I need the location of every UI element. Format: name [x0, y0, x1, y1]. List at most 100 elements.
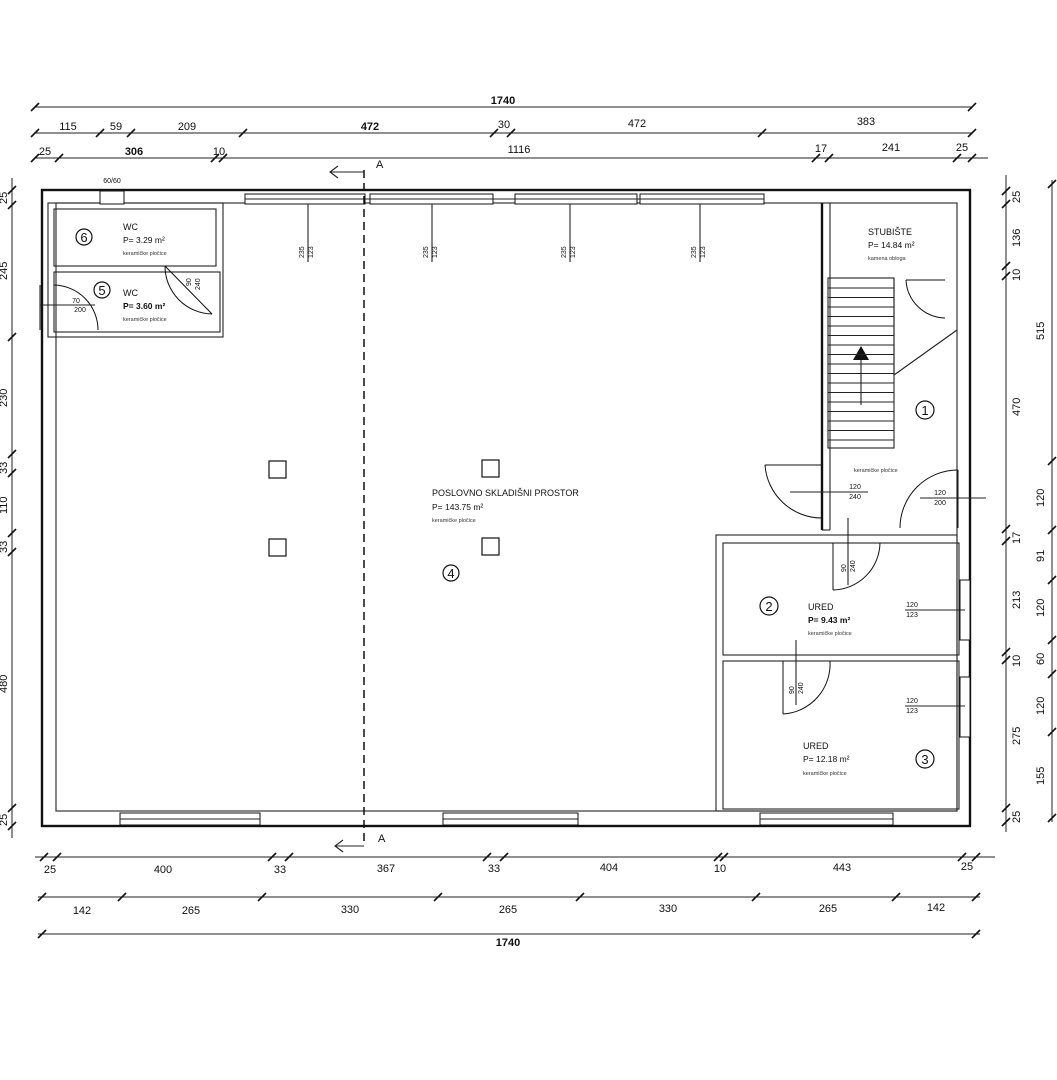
room-2-name: URED	[808, 602, 834, 612]
dim-top-r3-5: 17	[815, 143, 827, 155]
room-3-floor: keramičke pločice	[803, 771, 847, 777]
room-1: STUBIŠTE P= 14.84 m² kamena obloga 1 ker…	[854, 227, 935, 474]
dim-top-r2-5: 30	[498, 119, 510, 131]
win-label-1a: 235	[299, 246, 306, 258]
win-label-3b: 123	[570, 246, 577, 258]
dim-top-r2-6: 472	[628, 118, 646, 130]
dim-bot-r1-5: 33	[488, 863, 500, 875]
window-labels: 235 123 235 123 235 123 235 123	[299, 204, 707, 262]
dim-top-total: 1740	[491, 95, 515, 107]
room-2-floor: keramičke pločice	[808, 631, 852, 637]
dim-left-3: 230	[0, 389, 10, 407]
section-label-bottom: A	[378, 833, 386, 845]
dim-left-7: 480	[0, 675, 10, 693]
room-6-name: WC	[123, 222, 138, 232]
dim-top-r2-1: 115	[59, 121, 77, 133]
room-6-number: 6	[80, 230, 87, 245]
dim-top-r2-3: 209	[178, 121, 196, 133]
room-1-number: 1	[921, 403, 928, 418]
dim-right-in-6: 213	[1011, 591, 1023, 609]
room-4-floor: keramičke pločice	[432, 518, 476, 524]
room-3-name: URED	[803, 741, 829, 751]
room-5: 5 WC P= 3.60 m² keramičke pločice	[93, 281, 167, 323]
dim-bot-r1-2: 400	[154, 864, 172, 876]
door-stair-b: 200	[934, 500, 946, 507]
dim-bot-r1-7: 10	[714, 863, 726, 875]
dim-left-6: 33	[0, 541, 10, 553]
dim-bot-r2-4: 265	[499, 904, 517, 916]
dim-right-in-7: 10	[1011, 655, 1023, 667]
room-5-floor: keramičke pločice	[123, 317, 167, 323]
dim-bot-r2-3: 330	[341, 904, 359, 916]
staircase	[827, 277, 958, 449]
win-label-2b: 123	[432, 246, 439, 258]
dim-right-out-7: 155	[1035, 767, 1047, 785]
dim-left-8: 25	[0, 814, 10, 826]
dim-bot-total: 1740	[496, 937, 520, 949]
win-label-2a: 235	[423, 246, 430, 258]
dim-right-out-4: 120	[1035, 599, 1047, 617]
dim-bot-r2-5: 330	[659, 903, 677, 915]
dim-right-in-5: 17	[1011, 532, 1023, 544]
room-2-area: P= 9.43 m²	[808, 615, 850, 625]
room-3-number: 3	[921, 752, 928, 767]
dim-bot-r1-6: 404	[600, 862, 618, 874]
room-4-number: 4	[447, 566, 454, 581]
dim-right-out-1: 515	[1035, 322, 1047, 340]
door-stair-a: 120	[934, 490, 946, 497]
door-wc6-b: 240	[195, 278, 202, 290]
dim-right-in-3: 10	[1011, 269, 1023, 281]
win-label-3a: 235	[561, 246, 568, 258]
room-6-floor: keramičke pločice	[123, 251, 167, 257]
dim-bot-r2-6: 265	[819, 903, 837, 915]
right-dimensions: 25 136 10 470 17 213 10 275 25 515 120 9…	[1001, 175, 1057, 832]
win-label-4a: 235	[691, 246, 698, 258]
door-ured3-b: 240	[798, 682, 805, 694]
room-3-area: P= 12.18 m²	[803, 754, 850, 764]
section-line: A A	[329, 159, 386, 853]
walls	[40, 188, 972, 828]
room-2: 2 URED P= 9.43 m² keramičke pločice	[759, 596, 852, 637]
room-4-area: P= 143.75 m²	[432, 502, 483, 512]
room-5-number: 5	[98, 283, 105, 298]
door-main-a: 120	[849, 484, 861, 491]
dim-right-in-9: 25	[1011, 811, 1023, 823]
dim-right-out-6: 120	[1035, 697, 1047, 715]
dim-right-out-3: 91	[1035, 550, 1047, 562]
room-4: POSLOVNO SKLADIŠNI PROSTOR P= 143.75 m² …	[432, 488, 579, 582]
room-1-name: STUBIŠTE	[868, 227, 912, 237]
dim-bot-r1-3: 33	[274, 864, 286, 876]
dim-top-r3-2: 306	[125, 146, 143, 158]
bottom-dimensions: 25 400 33 367 33 404 10 443 25 142 265 3…	[35, 852, 995, 949]
door-ured2-b: 240	[850, 560, 857, 572]
room-6-area: P= 3.29 m²	[123, 235, 165, 245]
door-wc6-a: 90	[186, 278, 193, 286]
left-dimensions: 25 245 230 33 110 33 480 25	[0, 178, 17, 838]
dim-top-r3-6: 241	[882, 142, 900, 154]
room-5-name: WC	[123, 288, 138, 298]
dim-top-r3-1: 25	[39, 146, 51, 158]
section-label-top: A	[376, 159, 384, 171]
dim-right-in-8: 275	[1011, 727, 1023, 745]
top-dimensions: 1740 115 59 209 472 30 472 383	[30, 95, 988, 163]
dim-left-2: 245	[0, 262, 10, 280]
dim-left-5: 110	[0, 496, 10, 514]
dim-bot-r1-4: 367	[377, 863, 395, 875]
dim-left-1: 25	[0, 192, 10, 204]
room-1-area: P= 14.84 m²	[868, 240, 915, 250]
columns	[268, 459, 500, 557]
win-ured3-b: 123	[906, 708, 918, 715]
win-label-1b: 123	[308, 246, 315, 258]
room-1-floor: kamena obloga	[868, 256, 907, 262]
dim-right-out-2: 120	[1035, 489, 1047, 507]
door-wc5-a: 70	[72, 298, 80, 305]
dim-bot-r2-2: 265	[182, 905, 200, 917]
win-ured2-b: 123	[906, 612, 918, 619]
dim-bot-r1-9: 25	[961, 861, 973, 873]
dim-top-r2-7: 383	[857, 116, 875, 128]
dim-right-in-1: 25	[1011, 191, 1023, 203]
door-ured2-a: 90	[841, 564, 848, 572]
dim-bot-r2-7: 142	[927, 902, 945, 914]
doors: 90 240 70 200 120 240 120 200 90 240 90 …	[39, 265, 986, 715]
